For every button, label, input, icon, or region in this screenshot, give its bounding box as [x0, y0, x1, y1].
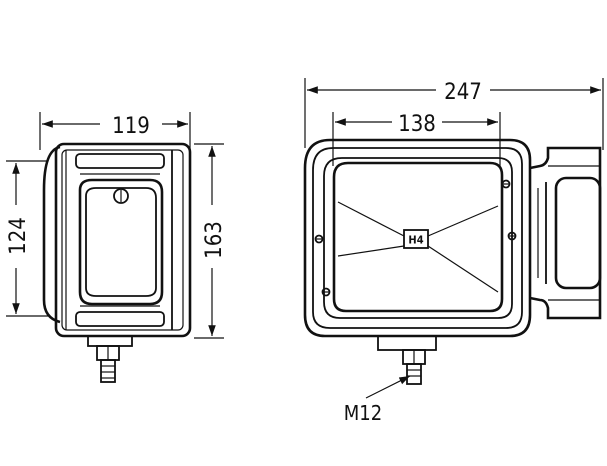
front-screw-icon — [507, 231, 517, 241]
rear-bracket — [529, 146, 602, 320]
side-height-label: 163 — [202, 221, 227, 259]
thread-size-label: M12 — [344, 401, 382, 425]
bulb-type-label: H4 — [408, 234, 423, 247]
front-housing-outer — [303, 138, 532, 338]
side-body-outline — [54, 142, 192, 338]
side-bottom-bar — [75, 311, 165, 327]
side-rear-housing — [42, 145, 61, 324]
front-mount-base — [377, 335, 437, 351]
front-screw-icon — [501, 179, 511, 189]
side-dimensions: 119 124 163 — [6, 112, 227, 339]
side-body-inner — [61, 149, 184, 331]
front-mount-bolt — [406, 363, 422, 385]
side-width-label: 119 — [112, 114, 150, 139]
front-dimensions: 247 138 M12 — [304, 78, 604, 425]
front-screw-icon — [321, 287, 331, 297]
front-lens — [332, 161, 504, 313]
side-adjust-screw-icon — [113, 188, 129, 204]
front-total-width-label: 247 — [444, 80, 482, 105]
bulb-type-box — [403, 229, 429, 249]
front-bezel — [323, 157, 513, 319]
front-lens-width-label: 138 — [398, 112, 436, 137]
side-lens-frame — [78, 178, 164, 306]
front-view: H4 — [303, 138, 602, 385]
front-screw-icon — [314, 234, 324, 244]
side-mount-base — [87, 335, 133, 347]
rear-clamp — [554, 176, 602, 290]
side-view — [42, 142, 192, 383]
side-mount-bolt — [100, 359, 116, 383]
front-housing-inner — [312, 147, 523, 329]
side-lens — [85, 187, 157, 297]
side-top-bar — [75, 153, 165, 169]
side-inner-height-label: 124 — [6, 217, 31, 255]
